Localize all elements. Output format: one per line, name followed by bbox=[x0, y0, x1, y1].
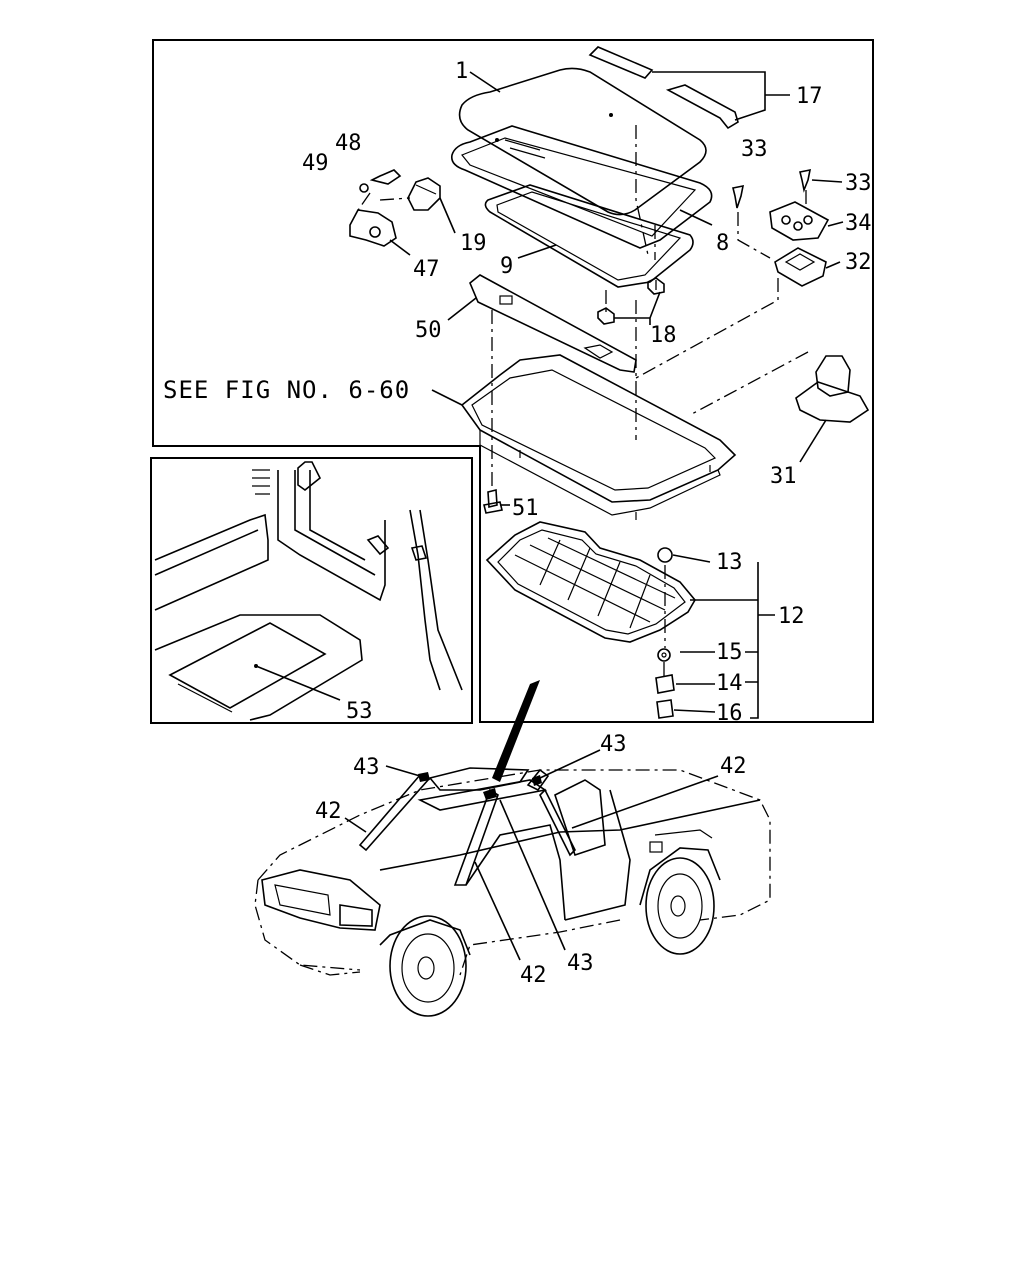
callout-label: 48 bbox=[335, 131, 362, 156]
callout-label: 8 bbox=[716, 231, 729, 256]
see-figure-note: SEE FIG NO. 6-60 bbox=[163, 376, 410, 404]
callout-label: 42 bbox=[720, 754, 747, 779]
seal-frame-part bbox=[450, 125, 713, 249]
callout-label: 34 bbox=[845, 211, 872, 236]
inset-view-frame bbox=[150, 457, 473, 724]
callout-label: 17 bbox=[796, 84, 823, 109]
callout-label: 49 bbox=[302, 151, 329, 176]
lower-frame-part bbox=[484, 184, 694, 288]
callout-label: 1 bbox=[455, 59, 468, 84]
callout-label: 51 bbox=[512, 496, 539, 521]
main-view-frame bbox=[152, 39, 874, 723]
callout-label: 43 bbox=[353, 755, 380, 780]
reference-note: SEE FIG NO. 6-60 bbox=[163, 376, 410, 404]
callout-label: 9 bbox=[500, 254, 513, 279]
pickup-truck-drawing bbox=[254, 680, 771, 1017]
assembly-guide-lines bbox=[355, 125, 809, 676]
callout-label: 15 bbox=[716, 640, 743, 665]
callout-label: 53 bbox=[346, 699, 373, 724]
clip-part bbox=[597, 277, 665, 325]
latch-assembly-part bbox=[349, 169, 441, 247]
callout-label: 19 bbox=[460, 231, 487, 256]
callout-label: 42 bbox=[520, 963, 547, 988]
deflector-part bbox=[588, 46, 739, 130]
callout-label: 43 bbox=[567, 951, 594, 976]
callout-leaders bbox=[389, 71, 844, 719]
interior-inset-drawing bbox=[154, 461, 463, 721]
fastener-stack-part bbox=[655, 547, 675, 719]
callout-label: 13 bbox=[716, 550, 743, 575]
switch-assembly-part bbox=[732, 168, 830, 287]
callout-label: 32 bbox=[845, 250, 872, 275]
callout-label: 18 bbox=[650, 323, 677, 348]
callout-label: 47 bbox=[413, 257, 440, 282]
callout-label: 14 bbox=[716, 671, 743, 696]
motor-part bbox=[795, 355, 870, 423]
bolt-part bbox=[483, 488, 503, 514]
callout-label: 43 bbox=[600, 732, 627, 757]
callout-label: 33 bbox=[845, 171, 872, 196]
callout-label: 50 bbox=[415, 318, 442, 343]
callout-label: 16 bbox=[716, 701, 743, 726]
callout-label: 12 bbox=[778, 604, 805, 629]
sunroof-housing bbox=[460, 354, 737, 520]
front-trim-part bbox=[469, 274, 637, 373]
callout-label: 33 bbox=[741, 137, 768, 162]
sunshade-tray-part bbox=[485, 521, 696, 643]
callout-label: 42 bbox=[315, 799, 342, 824]
callout-label: 31 bbox=[770, 464, 797, 489]
callout-labels: 1 17 48 49 33 33 34 32 8 19 9 47 50 18 3… bbox=[302, 59, 872, 988]
